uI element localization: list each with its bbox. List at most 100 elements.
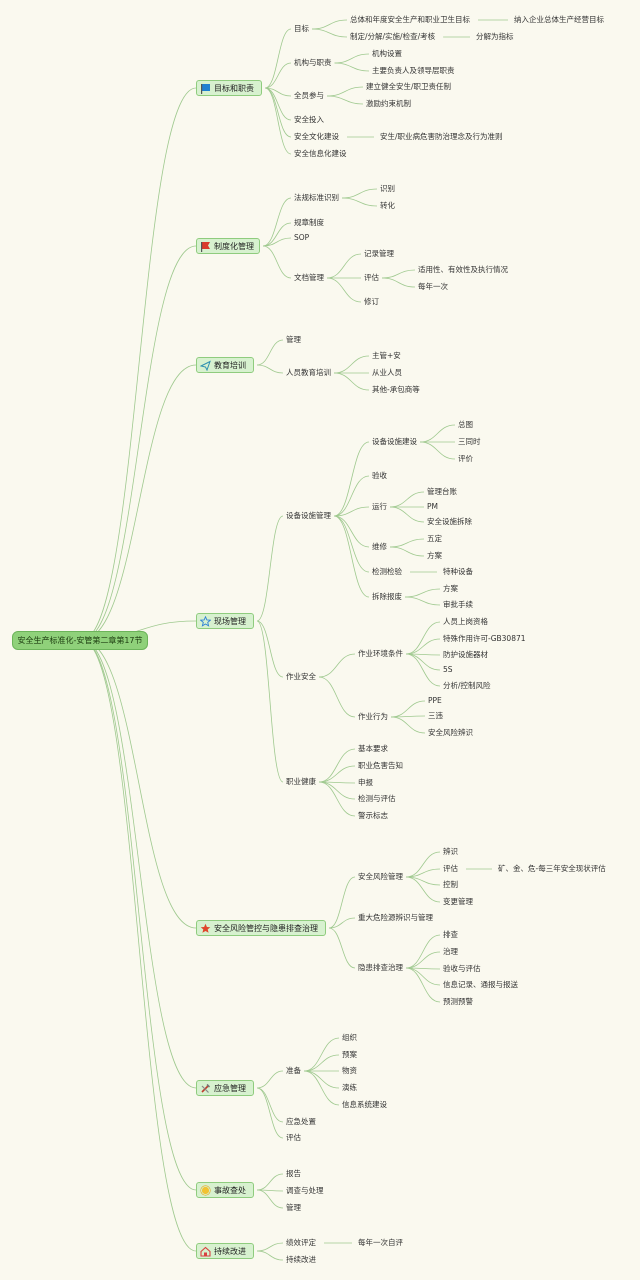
topic-node[interactable]: 报告 xyxy=(286,1169,301,1178)
topic-node[interactable]: 持续改进 xyxy=(286,1255,316,1264)
topic-node[interactable]: 重大危险源辨识与管理 xyxy=(358,913,433,922)
subtopic-node[interactable]: 验收与评估 xyxy=(443,964,481,973)
subtopic-node[interactable]: 控制 xyxy=(443,880,458,889)
branch-5[interactable]: 应急管理 xyxy=(196,1080,254,1096)
branch-7[interactable]: 持续改进 xyxy=(196,1243,254,1259)
subtopic-node[interactable]: 管理台账 xyxy=(427,487,457,496)
subtopic-node[interactable]: 审批手续 xyxy=(443,600,473,609)
subtopic-node[interactable]: 制定/分解/实施/检查/考核 xyxy=(350,32,436,41)
subtopic-node[interactable]: 人员上岗资格 xyxy=(443,617,488,626)
subtopic-node[interactable]: 激励约束机制 xyxy=(366,99,411,108)
subtopic-node[interactable]: PPE xyxy=(428,696,442,705)
subtopic-node[interactable]: 五定 xyxy=(427,534,442,543)
subtopic-node[interactable]: 记录管理 xyxy=(364,249,394,258)
topic-node[interactable]: 安全风险管理 xyxy=(358,872,403,881)
subtopic-node[interactable]: 从业人员 xyxy=(372,368,402,377)
subtopic-node[interactable]: 总图 xyxy=(458,420,473,429)
subtopic-node[interactable]: 作业行为 xyxy=(358,712,388,721)
branch-3[interactable]: 现场管理 xyxy=(196,613,254,629)
subtopic-node[interactable]: 物资 xyxy=(342,1066,357,1075)
subtopic-node[interactable]: 其他-承包商等 xyxy=(372,385,420,394)
subtopic-node[interactable]: 特殊作用许可-GB30871 xyxy=(443,634,526,643)
topic-node[interactable]: 评估 xyxy=(286,1133,301,1142)
topic-node[interactable]: 设备设施管理 xyxy=(286,511,331,520)
topic-node[interactable]: 法规标准识别 xyxy=(294,193,339,202)
topic-node[interactable]: 文档管理 xyxy=(294,273,324,282)
subtopic-node[interactable]: 验收 xyxy=(372,471,387,480)
subtopic-node[interactable]: 纳入企业总体生产经营目标 xyxy=(514,15,604,24)
topic-node[interactable]: SOP xyxy=(294,233,310,242)
subtopic-node[interactable]: 变更管理 xyxy=(443,897,473,906)
subtopic-node[interactable]: 矿、金、危-每三年安全现状评估 xyxy=(498,864,606,873)
subtopic-node[interactable]: 安全风险辨识 xyxy=(428,728,473,737)
subtopic-node[interactable]: 建立健全安生/职卫责任制 xyxy=(366,82,452,91)
branch-2[interactable]: 教育培训 xyxy=(196,357,254,373)
subtopic-node[interactable]: 主管+安 xyxy=(372,351,401,360)
branch-1[interactable]: 制度化管理 xyxy=(196,238,260,254)
subtopic-node[interactable]: 三违 xyxy=(428,711,443,720)
topic-node[interactable]: 准备 xyxy=(286,1066,301,1075)
subtopic-node[interactable]: 每年一次自评 xyxy=(358,1238,403,1247)
subtopic-node[interactable]: PM xyxy=(427,502,438,511)
branch-0[interactable]: 目标和职责 xyxy=(196,80,262,96)
topic-node[interactable]: 全员参与 xyxy=(294,91,324,100)
subtopic-node[interactable]: 警示标志 xyxy=(358,811,388,820)
subtopic-node[interactable]: 防护设施器材 xyxy=(443,650,488,659)
subtopic-node[interactable]: 安生/职业病危害防治理念及行为准则 xyxy=(380,132,503,141)
subtopic-node[interactable]: 三同时 xyxy=(458,437,481,446)
subtopic-node[interactable]: 作业环境条件 xyxy=(358,649,403,658)
subtopic-node[interactable]: 拆除报废 xyxy=(372,592,402,601)
root-topic[interactable]: 安全生产标准化-安管第二章第17节 xyxy=(12,631,148,650)
subtopic-node[interactable]: 组织 xyxy=(342,1033,357,1042)
topic-node[interactable]: 安全文化建设 xyxy=(294,132,339,141)
subtopic-node[interactable]: 检测与评估 xyxy=(358,794,396,803)
subtopic-node[interactable]: 申报 xyxy=(358,778,373,787)
subtopic-node[interactable]: 适用性、有效性及执行情况 xyxy=(418,265,508,274)
subtopic-node[interactable]: 职业危害告知 xyxy=(358,761,403,770)
subtopic-node[interactable]: 排查 xyxy=(443,930,458,939)
subtopic-node[interactable]: 主要负责人及领导层职责 xyxy=(372,66,455,75)
topic-node[interactable]: 隐患排查治理 xyxy=(358,963,403,972)
subtopic-node[interactable]: 预测预警 xyxy=(443,997,473,1006)
subtopic-node[interactable]: 基本要求 xyxy=(358,744,388,753)
topic-node[interactable]: 绩效评定 xyxy=(286,1238,316,1247)
subtopic-node[interactable]: 运行 xyxy=(372,502,387,511)
subtopic-node[interactable]: 评估 xyxy=(443,864,458,873)
subtopic-node[interactable]: 检测检验 xyxy=(372,567,402,576)
topic-node[interactable]: 目标 xyxy=(294,24,309,33)
subtopic-node[interactable]: 维修 xyxy=(372,542,387,551)
subtopic-node[interactable]: 评估 xyxy=(364,273,379,282)
subtopic-node[interactable]: 特种设备 xyxy=(443,567,473,576)
subtopic-node[interactable]: 辨识 xyxy=(443,847,458,856)
topic-node[interactable]: 安全投入 xyxy=(294,115,324,124)
subtopic-node[interactable]: 每年一次 xyxy=(418,282,448,291)
subtopic-node[interactable]: 总体和年度安全生产和职业卫生目标 xyxy=(350,15,470,24)
topic-node[interactable]: 规章制度 xyxy=(294,218,324,227)
subtopic-node[interactable]: 分析/控制风险 xyxy=(443,681,491,690)
topic-node[interactable]: 作业安全 xyxy=(286,672,316,681)
subtopic-node[interactable]: 演练 xyxy=(342,1083,357,1092)
topic-node[interactable]: 机构与职责 xyxy=(294,58,332,67)
branch-4[interactable]: 安全风险管控与隐患排查治理 xyxy=(196,920,326,936)
subtopic-node[interactable]: 治理 xyxy=(443,947,458,956)
subtopic-node[interactable]: 信息系统建设 xyxy=(342,1100,387,1109)
subtopic-node[interactable]: 修订 xyxy=(364,297,379,306)
branch-6[interactable]: 事故查处 xyxy=(196,1182,254,1198)
subtopic-node[interactable]: 转化 xyxy=(380,201,395,210)
subtopic-node[interactable]: 5S xyxy=(443,665,453,674)
subtopic-node[interactable]: 设备设施建设 xyxy=(372,437,417,446)
topic-node[interactable]: 应急处置 xyxy=(286,1117,316,1126)
subtopic-node[interactable]: 识别 xyxy=(380,184,395,193)
topic-node[interactable]: 调查与处理 xyxy=(286,1186,324,1195)
subtopic-node[interactable]: 安全设施拆除 xyxy=(427,517,472,526)
topic-node[interactable]: 管理 xyxy=(286,1203,301,1212)
subtopic-node[interactable]: 预案 xyxy=(342,1050,357,1059)
subtopic-node[interactable]: 方案 xyxy=(443,584,458,593)
topic-node[interactable]: 管理 xyxy=(286,335,301,344)
subtopic-node[interactable]: 分解为指标 xyxy=(476,32,514,41)
subtopic-node[interactable]: 信息记录、通报与报送 xyxy=(443,980,518,989)
subtopic-node[interactable]: 评价 xyxy=(458,454,473,463)
topic-node[interactable]: 人员教育培训 xyxy=(286,368,331,377)
topic-node[interactable]: 职业健康 xyxy=(286,777,316,786)
topic-node[interactable]: 安全信息化建设 xyxy=(294,149,347,158)
